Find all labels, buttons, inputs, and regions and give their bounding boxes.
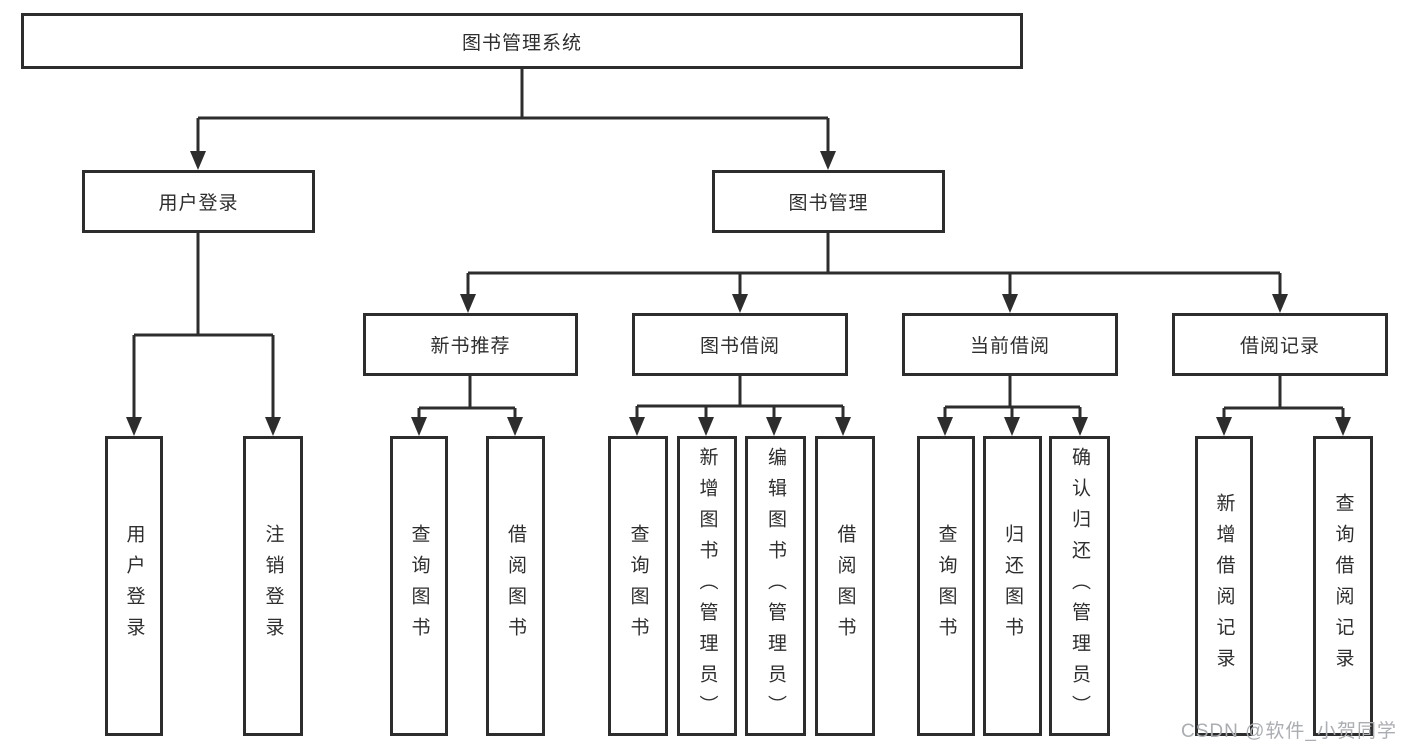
- leaf-query-borrow-record-label: 查询借阅记录: [1332, 493, 1354, 679]
- arrowheads: [126, 151, 1351, 436]
- node-book-management: 图书管理: [712, 170, 945, 233]
- leaf-query-books-borrowing: 查询图书: [608, 436, 668, 736]
- leaf-query-books-recommend-label: 查询图书: [408, 524, 430, 648]
- node-current-borrowing: 当前借阅: [902, 313, 1118, 376]
- node-new-book-recommend-label: 新书推荐: [430, 336, 511, 357]
- leaf-confirm-return-admin-label: 确认归还（管理员）: [1069, 446, 1090, 726]
- leaf-borrow-books-recommend-label: 借阅图书: [505, 524, 526, 648]
- node-book-borrowing: 图书借阅: [632, 313, 848, 376]
- node-user-login-branch-label: 用户登录: [158, 193, 239, 214]
- node-borrowing-records: 借阅记录: [1172, 313, 1388, 376]
- leaf-edit-book-admin-label: 编辑图书（管理员）: [765, 446, 786, 726]
- leaf-borrow-books-label: 借阅图书: [834, 524, 856, 648]
- node-book-management-label: 图书管理: [788, 193, 869, 214]
- leaf-logout: 注销登录: [243, 436, 303, 736]
- leaf-borrow-books: 借阅图书: [815, 436, 875, 736]
- leaf-add-borrow-record: 新增借阅记录: [1195, 436, 1253, 736]
- node-current-borrowing-label: 当前借阅: [969, 336, 1050, 357]
- leaf-query-borrow-record: 查询借阅记录: [1313, 436, 1373, 736]
- node-user-login-branch: 用户登录: [82, 170, 315, 233]
- leaf-return-books: 归还图书: [983, 436, 1042, 736]
- leaf-query-books-recommend: 查询图书: [390, 436, 448, 736]
- node-library-system-label: 图书管理系统: [461, 32, 582, 54]
- leaf-add-book-admin-label: 新增图书（管理员）: [696, 446, 718, 726]
- node-borrowing-records-label: 借阅记录: [1239, 336, 1320, 357]
- leaf-borrow-books-recommend: 借阅图书: [486, 436, 545, 736]
- leaf-query-books-current-label: 查询图书: [935, 524, 957, 648]
- leaf-add-book-admin: 新增图书（管理员）: [677, 436, 737, 736]
- leaf-logout-label: 注销登录: [262, 524, 284, 648]
- leaf-user-login: 用户登录: [105, 436, 163, 736]
- leaf-query-books-current: 查询图书: [917, 436, 975, 736]
- leaf-edit-book-admin: 编辑图书（管理员）: [745, 436, 806, 736]
- node-book-borrowing-label: 图书借阅: [699, 336, 780, 357]
- leaf-confirm-return-admin: 确认归还（管理员）: [1049, 436, 1110, 736]
- leaf-user-login-label: 用户登录: [123, 524, 145, 648]
- node-library-system: 图书管理系统: [21, 13, 1023, 69]
- leaf-return-books-label: 归还图书: [1002, 524, 1023, 648]
- leaf-query-books-borrowing-label: 查询图书: [627, 524, 649, 648]
- node-new-book-recommend: 新书推荐: [363, 313, 578, 376]
- watermark: CSDN @软件_小贺同学: [1181, 721, 1397, 742]
- leaf-add-borrow-record-label: 新增借阅记录: [1213, 493, 1235, 679]
